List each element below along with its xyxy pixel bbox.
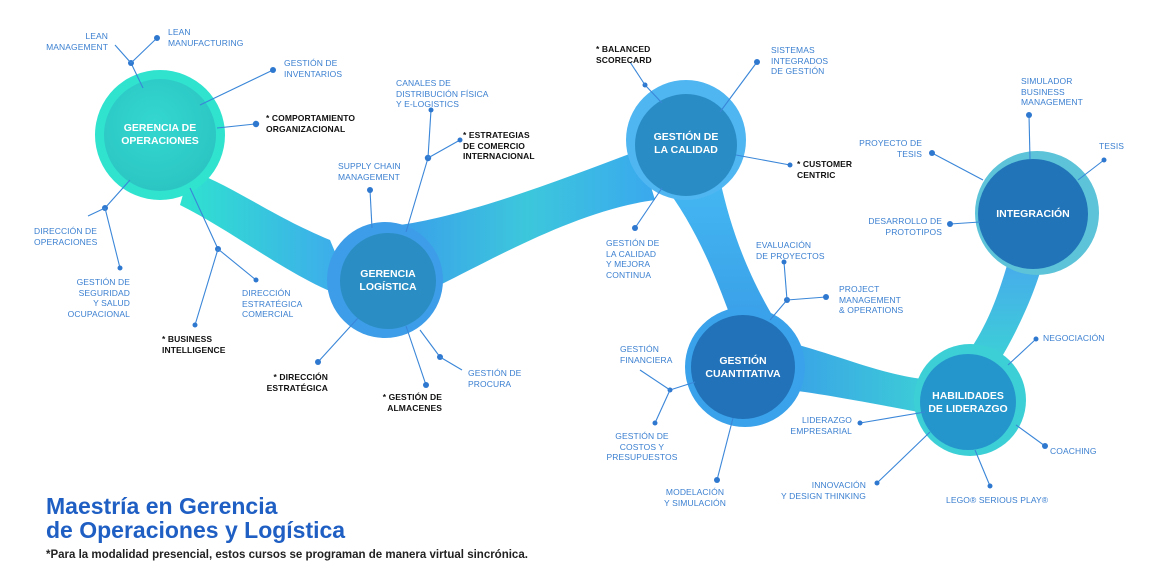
course-negociacion: NEGOCIACIÓN — [1043, 333, 1105, 343]
connector-cuantitativa-liderazgo — [780, 340, 935, 415]
course-estrategias-comercio: * ESTRATEGIAS DE COMERCIO INTERNACIONAL — [463, 130, 535, 161]
hub-liderazgo-core — [920, 354, 1016, 450]
spoke-lines — [87, 35, 1107, 489]
course-liderazgo-empresarial: LIDERAZGO EMPRESARIAL — [790, 415, 852, 436]
connector-logistica-calidad — [400, 150, 655, 285]
connector-liderazgo-integracion — [970, 255, 1045, 360]
course-lean-management: LEAN MANAGEMENT — [46, 31, 108, 52]
hub-logistica-label: GERENCIA LOGÍSTICA — [359, 268, 417, 293]
hub-integracion-core — [978, 159, 1088, 269]
hub-integracion-label: INTEGRACIÓN — [996, 208, 1070, 220]
course-coaching: COACHING — [1050, 446, 1097, 456]
course-simulador-business: SIMULADOR BUSINESS MANAGEMENT — [1021, 76, 1083, 107]
course-project-management: PROJECT MANAGEMENT & OPERATIONS — [839, 284, 904, 315]
course-lego-serious-play: LEGO® SERIOUS PLAY® — [946, 495, 1049, 505]
course-gestion-procura: GESTIÓN DE PROCURA — [468, 368, 522, 389]
course-gestion-financiera: GESTIÓN FINANCIERA — [620, 344, 673, 365]
course-direccion-operaciones: DIRECCIÓN DE OPERACIONES — [34, 226, 98, 247]
course-calidad-mejora-continua: GESTIÓN DE LA CALIDAD Y MEJORA CONTINUA — [606, 238, 660, 280]
connector-calidad-cuantitativa — [660, 180, 775, 320]
course-evaluacion-proyectos: EVALUACIÓN DE PROYECTOS — [756, 240, 825, 261]
hub-cuantitativa-label: GESTIÓN CUANTITATIVA — [705, 355, 781, 380]
course-modelacion-simulacion: MODELACIÓN Y SIMULACIÓN — [664, 487, 726, 508]
course-gestion-inventarios: GESTIÓN DE INVENTARIOS — [284, 58, 343, 79]
hub-calidad-core — [635, 94, 737, 196]
hub-calidad-label: GESTIÓN DE LA CALIDAD — [653, 131, 719, 156]
connector-operaciones-logistica — [180, 170, 355, 300]
hub-logistica-core — [340, 233, 436, 329]
course-comportamiento-organizacional: * COMPORTAMIENTO ORGANIZACIONAL — [266, 113, 356, 134]
course-balanced-scorecard: * BALANCED SCORECARD — [596, 44, 652, 65]
course-seguridad-salud: GESTIÓN DE SEGURIDAD Y SALUD OCUPACIONAL — [67, 277, 130, 319]
course-canales-distribucion: CANALES DE DISTRIBUCIÓN FÍSICA Y E-LOGIS… — [396, 78, 489, 109]
course-proyecto-tesis: PROYECTO DE TESIS — [859, 138, 922, 159]
course-sistemas-integrados: SISTEMAS INTEGRADOS DE GESTIÓN — [771, 45, 829, 76]
course-supply-chain: SUPPLY CHAIN MANAGEMENT — [338, 161, 401, 182]
hub-operaciones-label: GERENCIA DE OPERACIONES — [121, 122, 199, 147]
course-innovacion-design-thinking: INNOVACIÓN Y DESIGN THINKING — [781, 480, 866, 501]
footnote: *Para la modalidad presencial, estos cur… — [46, 549, 528, 561]
course-tesis: TESIS — [1099, 141, 1125, 151]
hub-operaciones-core — [104, 79, 216, 191]
course-lean-manufacturing: LEAN MANUFACTURING — [168, 27, 244, 48]
course-costos-presupuestos: GESTIÓN DE COSTOS Y PRESUPUESTOS — [606, 431, 678, 462]
course-desarrollo-prototipos: DESARROLLO DE PROTOTIPOS — [868, 216, 942, 237]
course-business-intelligence: * BUSINESS INTELLIGENCE — [162, 334, 226, 355]
course-direccion-estrategica: * DIRECCIÓN ESTRATÉGICA — [266, 372, 328, 393]
page-title: Maestría en Gerencia de Operaciones y Lo… — [46, 493, 346, 543]
course-gestion-almacenes: * GESTIÓN DE ALMACENES — [382, 392, 442, 413]
course-direccion-estrategica-comercial: DIRECCIÓN ESTRATÉGICA COMERCIAL — [242, 288, 303, 319]
hub-liderazgo-label: HABILIDADES DE LIDERAZGO — [928, 390, 1008, 415]
course-customer-centric: * CUSTOMER CENTRIC — [797, 159, 853, 180]
hub-cuantitativa-core — [691, 315, 795, 419]
